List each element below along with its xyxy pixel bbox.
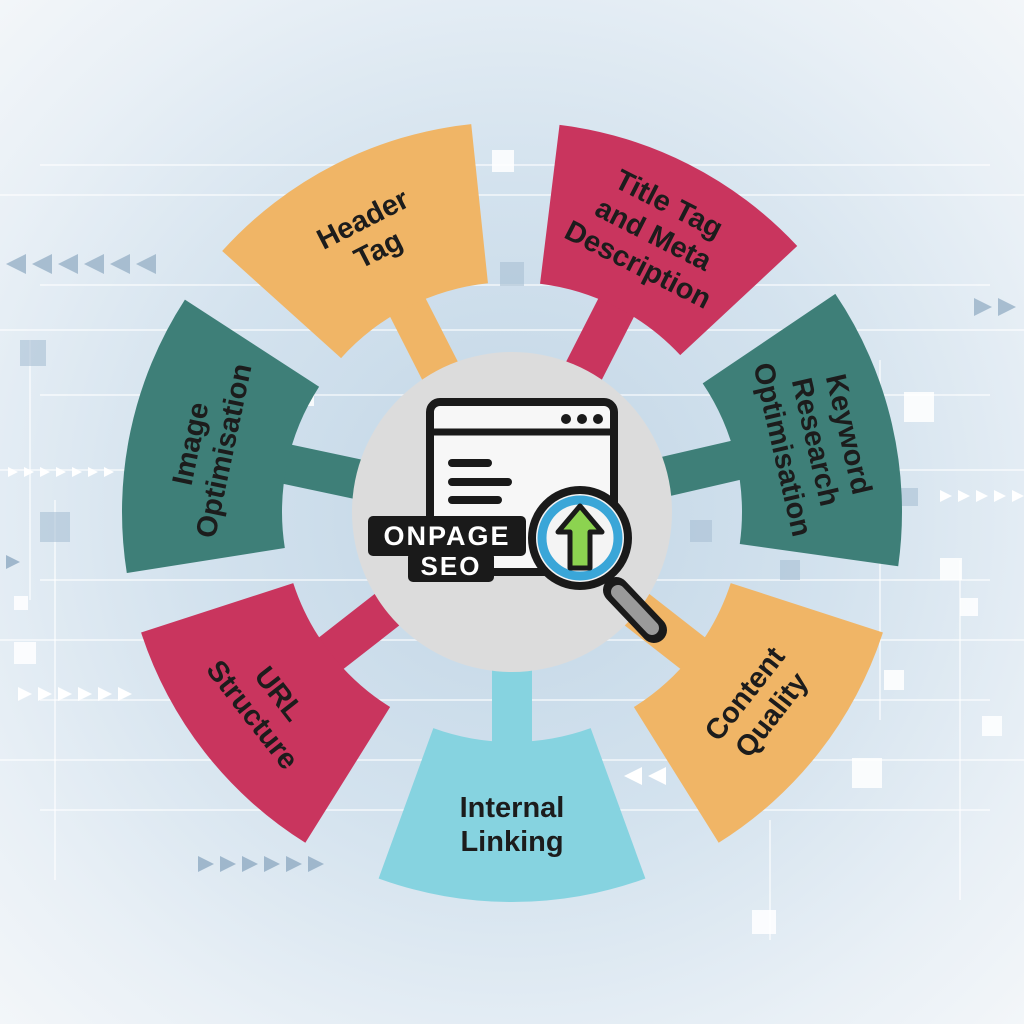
segment-title-tag-meta — [540, 124, 798, 356]
segment-keyword-research — [702, 293, 903, 567]
magnifier-icon — [528, 486, 667, 643]
center-hub: ONPAGE SEO — [352, 352, 672, 672]
connector-arm-internal-linking — [492, 662, 532, 748]
segment-image-optimisation — [121, 299, 320, 574]
connector-arm-image-optimisation — [276, 443, 370, 501]
onpage-seo-badge: ONPAGE SEO — [368, 516, 526, 582]
badge-line-seo: SEO — [421, 551, 482, 581]
connector-arm-keyword-research — [653, 439, 747, 498]
segment-content-quality — [633, 583, 883, 843]
upload-arrow-icon — [555, 503, 605, 571]
connector-arm-title-tag-meta — [562, 292, 637, 388]
label-line: Linking — [460, 826, 563, 858]
segment-internal-linking — [378, 728, 646, 902]
connector-arm-url-structure — [313, 588, 407, 674]
segment-header-tag — [222, 124, 488, 359]
connector-arm-header-tag — [387, 292, 462, 388]
connector-arms — [276, 292, 747, 748]
label-line: Internal — [460, 792, 565, 824]
badge-line-onpage: ONPAGE — [383, 521, 510, 551]
segment-url-structure — [141, 583, 391, 843]
